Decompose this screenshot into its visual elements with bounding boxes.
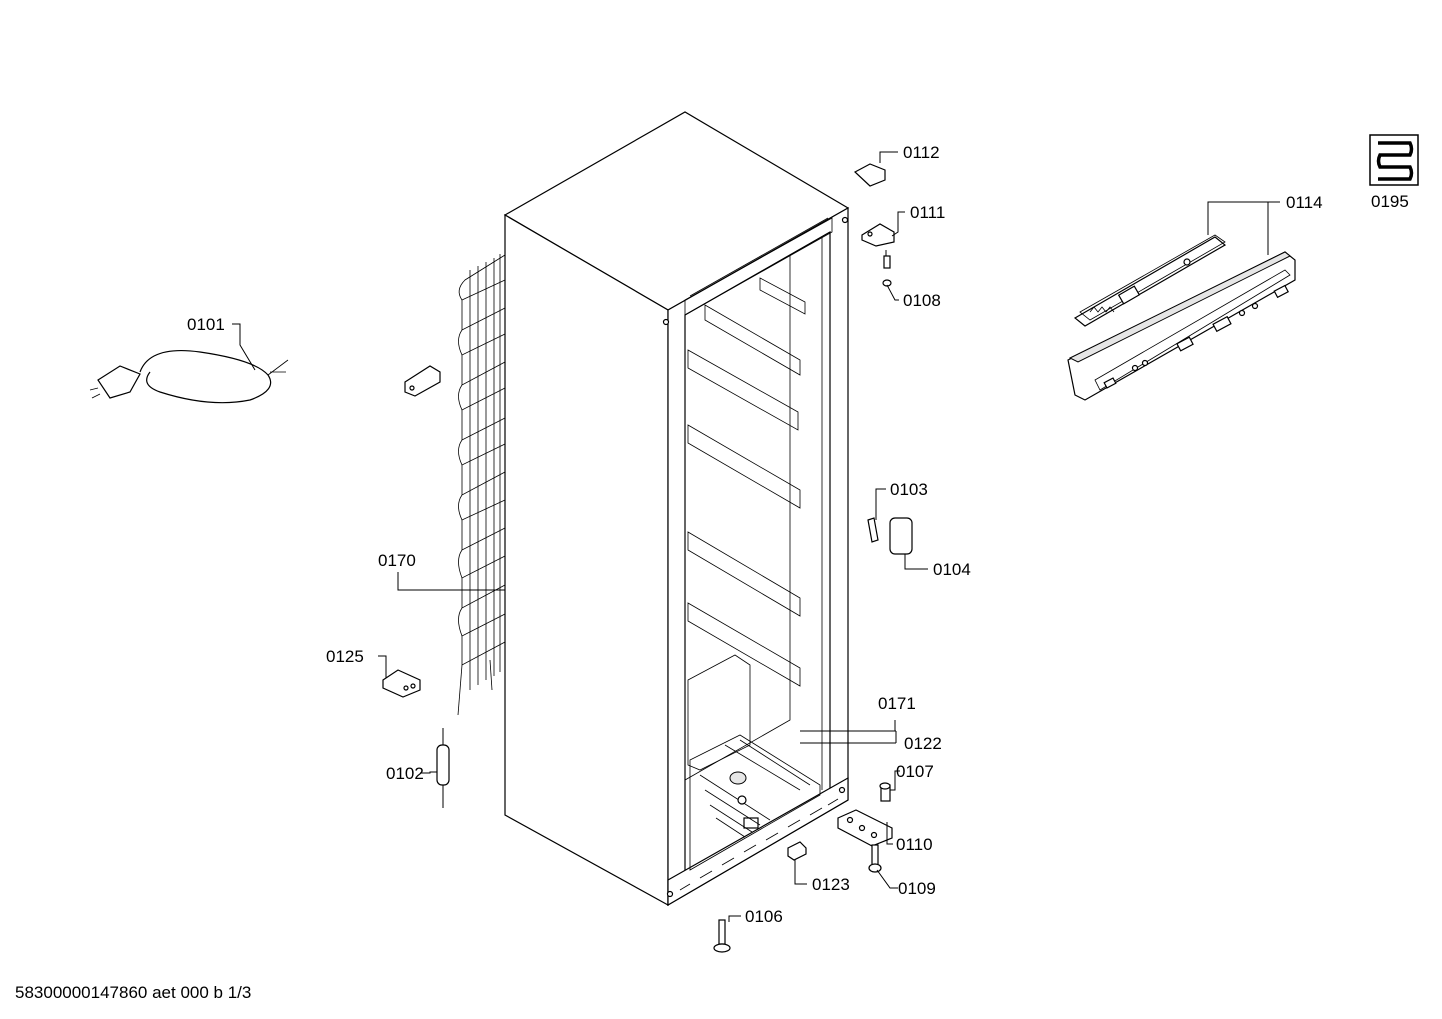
- hinge-bolt: [868, 844, 882, 873]
- hinge-cover: [853, 163, 886, 187]
- label-0122: 0122: [904, 734, 942, 753]
- label-0108: 0108: [903, 291, 941, 310]
- label-0104: 0104: [933, 560, 971, 579]
- label-0101: 0101: [187, 315, 225, 334]
- condenser-coil: [457, 254, 506, 716]
- label-0125: 0125: [326, 647, 364, 666]
- label-0170: 0170: [378, 551, 416, 570]
- cabinet-body: [503, 111, 850, 907]
- label-0112: 0112: [903, 143, 940, 162]
- label-0114: 0114: [1286, 193, 1323, 212]
- side-bracket: [404, 365, 441, 397]
- thermostat-cover: [889, 517, 913, 555]
- document-footer: 58300000147860 aet 000 b 1/3: [15, 983, 251, 1002]
- label-0107: 0107: [896, 762, 934, 781]
- label-0171: 0171: [878, 694, 916, 713]
- label-0106: 0106: [745, 907, 783, 926]
- label-0111: 0111: [910, 203, 945, 222]
- upper-hinge: [861, 223, 895, 247]
- power-cord: [89, 349, 289, 404]
- lower-hinge-plate: [837, 809, 893, 847]
- clip-0123: [787, 841, 807, 861]
- lower-hinge-pin: [879, 782, 891, 802]
- leader-lines: [232, 151, 1280, 922]
- heater-coil-icon: [1369, 134, 1419, 186]
- control-panel: [1067, 234, 1296, 401]
- filter-drier: [436, 728, 450, 808]
- label-0123: 0123: [812, 875, 850, 894]
- label-0102: 0102: [386, 764, 424, 783]
- part-labels: 0101 0102 0103 0104 0106 0107 0108 0109 …: [187, 143, 1409, 926]
- hinge-pin: [882, 255, 892, 287]
- label-0110: 0110: [896, 835, 933, 854]
- label-0109: 0109: [898, 879, 936, 898]
- label-0195: 0195: [1371, 192, 1409, 211]
- adjustable-foot: [713, 919, 731, 953]
- thermostat-sensor: [867, 517, 879, 543]
- label-0103: 0103: [890, 480, 928, 499]
- connector-0125: [382, 669, 421, 698]
